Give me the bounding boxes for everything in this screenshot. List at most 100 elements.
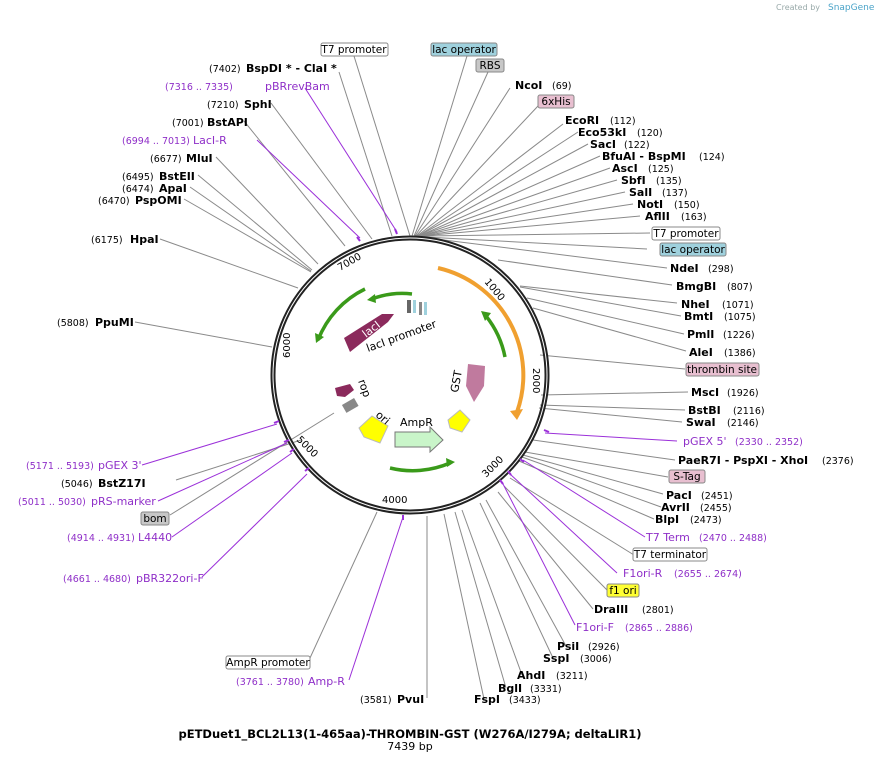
ori-arrow <box>358 415 389 444</box>
svg-text:(2470 .. 2488): (2470 .. 2488) <box>699 533 767 544</box>
lac-operator-top: lac operator <box>432 44 496 56</box>
svg-text:(6495): (6495) <box>122 172 154 183</box>
svg-text:(163): (163) <box>681 212 707 223</box>
green-arc-left <box>316 287 366 341</box>
svg-text:(2865 .. 2886): (2865 .. 2886) <box>625 623 693 634</box>
site-bfuai: BfuAI - BspMI <box>602 150 686 163</box>
rop-label: rop <box>355 378 373 399</box>
primer-pgex5: pGEX 5' <box>683 435 727 448</box>
site-noti: NotI <box>637 198 663 211</box>
green-arc-right <box>484 314 507 358</box>
green-arc-top <box>371 291 413 301</box>
feature-boxes: T7 promoter lac operator RBS 6xHis T7 pr… <box>140 42 760 670</box>
top-feature-d <box>424 302 427 315</box>
site-alei: AleI <box>689 346 713 359</box>
scale-ticks: 1000 2000 3000 4000 5000 6000 7000 <box>282 251 541 506</box>
site-saci: SacI <box>590 138 616 151</box>
site-nhei: NheI <box>681 298 710 311</box>
svg-text:(6470): (6470) <box>98 196 130 207</box>
site-clai: BspDI * - ClaI * <box>246 62 337 75</box>
rbs-label: RBS <box>480 60 501 72</box>
svg-text:(3581): (3581) <box>360 695 392 706</box>
map-length: 7439 bp <box>387 740 432 753</box>
lac-operator-right: lac operator <box>661 244 725 256</box>
site-pmli: PmlI <box>687 328 714 341</box>
credit-text: Created by <box>776 3 820 12</box>
primer-f1ori-r: F1ori-R <box>623 567 663 580</box>
top-feature-a <box>407 300 411 313</box>
site-msci: MscI <box>691 386 719 399</box>
tick-2000: 2000 <box>530 368 541 393</box>
gst-arc <box>437 266 526 413</box>
svg-text:(1075): (1075) <box>724 312 756 323</box>
site-pvui: PvuI <box>397 693 424 706</box>
site-swai: SwaI <box>686 416 716 429</box>
svg-text:(125): (125) <box>648 164 674 175</box>
site-bgli: BglI <box>498 682 522 695</box>
ampR-arrow <box>394 425 444 454</box>
svg-text:(5171 .. 5193): (5171 .. 5193) <box>26 461 94 472</box>
primer-amp-r: Amp-R <box>308 675 345 688</box>
site-bstapi: BstAPI <box>207 116 248 129</box>
svg-text:(2455): (2455) <box>700 503 732 514</box>
svg-text:(7402): (7402) <box>209 64 241 75</box>
primer-prs-marker: pRS-marker <box>91 495 156 508</box>
svg-text:(7001): (7001) <box>172 118 204 129</box>
svg-text:(2655 .. 2674): (2655 .. 2674) <box>674 569 742 580</box>
bom-label: bom <box>143 513 166 525</box>
tick-4000: 4000 <box>382 495 407 506</box>
svg-text:(6175): (6175) <box>91 235 123 246</box>
site-ppumi: PpuMI <box>95 316 134 329</box>
site-paci: PacI <box>666 489 692 502</box>
svg-text:(124): (124) <box>699 152 725 163</box>
svg-text:(4661 .. 4680): (4661 .. 4680) <box>63 574 131 585</box>
svg-text:(2451): (2451) <box>701 491 733 502</box>
svg-text:(6994 .. 7013): (6994 .. 7013) <box>122 136 190 147</box>
svg-text:(2330 .. 2352): (2330 .. 2352) <box>735 437 803 448</box>
ampR-promoter-label: AmpR promoter <box>226 657 310 669</box>
svg-text:(150): (150) <box>674 200 700 211</box>
site-psii: PsiI <box>557 640 579 653</box>
site-aflii: AflII <box>645 210 670 223</box>
svg-text:(4914 .. 4931): (4914 .. 4931) <box>67 533 135 544</box>
primer-pbrrevbam: pBRrevBam <box>265 80 330 93</box>
tick-6000: 6000 <box>282 333 293 358</box>
svg-text:(1926): (1926) <box>727 388 759 399</box>
svg-text:(3211): (3211) <box>556 671 588 682</box>
site-xhoi: PaeR7I - PspXI - XhoI <box>678 454 808 467</box>
gst-arrow <box>466 364 485 402</box>
site-bsteii: BstEII <box>159 170 195 183</box>
primer-l4440: L4440 <box>138 531 172 544</box>
site-avrii: AvrII <box>661 501 690 514</box>
snapgene-logo: SnapGene <box>828 3 874 13</box>
site-eco53ki: Eco53kI <box>578 126 626 139</box>
primer-pgex3: pGEX 3' <box>98 459 142 472</box>
f1-ori-label: f1 ori <box>609 585 636 597</box>
svg-text:(807): (807) <box>727 282 753 293</box>
site-bstz17i: BstZ17I <box>98 477 146 490</box>
site-sphi: SphI <box>244 98 272 111</box>
svg-text:(2801): (2801) <box>642 605 674 616</box>
t7-promoter-top: T7 promoter <box>320 44 387 56</box>
stag-label: S-Tag <box>673 471 700 483</box>
svg-text:(137): (137) <box>662 188 688 199</box>
site-leaders <box>134 55 689 700</box>
svg-text:(5046): (5046) <box>61 479 93 490</box>
svg-text:(122): (122) <box>624 140 650 151</box>
svg-text:(69): (69) <box>552 81 572 92</box>
gene-arrows: lacI lacI promoter GST rop ori AmpR <box>315 266 526 473</box>
site-ecori: EcoRI <box>565 114 599 127</box>
site-draiii: DraIII <box>594 603 628 616</box>
svg-text:(7210): (7210) <box>207 100 239 111</box>
svg-text:(1386): (1386) <box>724 348 756 359</box>
svg-text:(3761 .. 3780): (3761 .. 3780) <box>236 677 304 688</box>
svg-text:(135): (135) <box>656 176 682 187</box>
site-sspi: SspI <box>543 652 569 665</box>
site-labels: NcoI(69) EcoRI(112) Eco53kI(120) SacI(12… <box>57 62 854 706</box>
backbone-inner-line <box>272 237 548 513</box>
svg-text:(2473): (2473) <box>690 515 722 526</box>
site-asci: AscI <box>612 162 638 175</box>
primer-leaders <box>141 87 678 681</box>
svg-text:(5808): (5808) <box>57 318 89 329</box>
